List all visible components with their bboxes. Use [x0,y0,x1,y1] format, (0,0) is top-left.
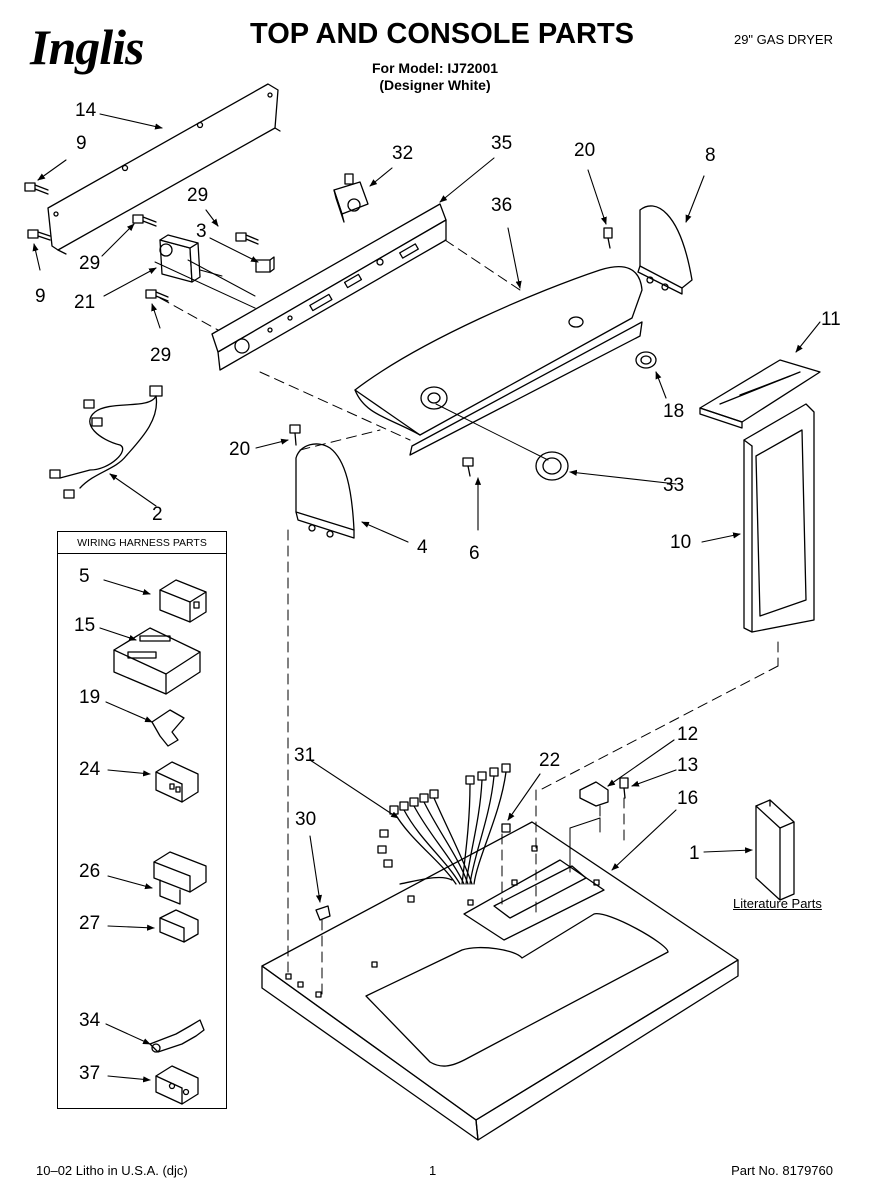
color-line: (Designer White) [379,77,491,93]
knob-33 [535,451,569,481]
callout-26[interactable]: 26 [79,861,101,882]
end-cap-right [637,205,693,295]
callout-13[interactable]: 13 [677,755,699,776]
callout-3[interactable]: 3 [196,221,207,242]
page-title: TOP AND CONSOLE PARTS [250,18,635,50]
callout-20-left[interactable]: 20 [229,439,251,460]
dryer-type: 29" GAS DRYER [733,32,833,47]
callout-2[interactable]: 2 [152,504,163,525]
screw-20-top [603,227,613,249]
wiring-harness [49,385,163,499]
literature-booklet [755,799,795,901]
assembly-guide-lines [159,239,779,997]
callout-6[interactable]: 6 [469,543,480,564]
callout-30[interactable]: 30 [295,809,317,830]
callout-24[interactable]: 24 [79,759,101,780]
callout-leader-arrows [32,113,821,1083]
knob-clip-3 [255,256,275,273]
callout-34[interactable]: 34 [79,1010,101,1031]
callout-15[interactable]: 15 [74,615,96,636]
top-panel [261,821,739,1141]
wiring-harness-parts-box: WIRING HARNESS PARTS [57,531,227,1109]
literature-parts-label: Literature Parts [733,896,822,911]
callout-29-a[interactable]: 29 [187,185,209,206]
callout-20-top[interactable]: 20 [574,140,596,161]
timer-switch [159,234,201,283]
model-line: For Model: IJ72001 [371,60,499,76]
selector-switch [333,173,369,223]
callout-4[interactable]: 4 [417,537,428,558]
screw-29-a [132,214,157,227]
callout-32[interactable]: 32 [392,143,414,164]
lint-housing [743,403,815,633]
bracket-12 [579,781,609,807]
console-back-panel [47,83,281,255]
callout-10[interactable]: 10 [670,532,692,553]
harness-part-27 [159,909,199,943]
callout-11[interactable]: 11 [821,309,841,330]
wire-connector-bundle [377,763,511,903]
model-info: For Model: IJ72001 (Designer White) [330,60,540,94]
callout-19[interactable]: 19 [79,687,101,708]
screw-29-c [145,289,169,302]
callout-16[interactable]: 16 [677,788,699,809]
screw-9-bottom [27,229,51,241]
assembly-guide-lines-solid [154,259,601,873]
harness-part-34 [149,1019,205,1053]
callout-22[interactable]: 22 [539,750,561,771]
callout-35[interactable]: 35 [491,133,513,154]
callout-36[interactable]: 36 [491,195,513,216]
harness-part-37 [155,1065,199,1105]
screw-6 [462,457,474,477]
callout-1[interactable]: 1 [689,843,700,864]
brand-logo: Inglis [30,19,145,75]
footer-print-info: 10–02 Litho in U.S.A. (djc) [36,1163,188,1178]
console-housing [354,266,643,456]
wiring-harness-parts-title: WIRING HARNESS PARTS [58,532,226,554]
callout-9-bottom[interactable]: 9 [35,286,46,307]
harness-part-26 [153,851,207,905]
harness-part-5 [159,579,207,623]
callout-5[interactable]: 5 [79,566,90,587]
callout-12[interactable]: 12 [677,724,699,745]
screw-13 [619,777,629,799]
harness-part-15 [113,627,201,695]
callout-9-top[interactable]: 9 [76,133,87,154]
callout-8[interactable]: 8 [705,145,716,166]
end-cap-left [295,443,355,539]
screw-9-top [24,182,49,195]
clip-30 [315,905,331,921]
page-number: 1 [429,1163,437,1178]
callout-37[interactable]: 37 [79,1063,101,1084]
lint-screen [699,359,821,429]
harness-part-24 [155,761,199,803]
control-panel-bracket [211,203,447,371]
callout-27[interactable]: 27 [79,913,101,934]
callout-29-b[interactable]: 29 [79,253,101,274]
screw-20-left [289,424,301,446]
callout-31[interactable]: 31 [294,745,316,766]
part-number: Part No. 8179760 [731,1163,833,1178]
callout-29-c[interactable]: 29 [150,345,172,366]
knob-18 [635,351,657,369]
callout-18[interactable]: 18 [663,401,685,422]
screw-29-b [235,232,259,245]
callout-14[interactable]: 14 [75,100,97,121]
callout-21[interactable]: 21 [74,292,96,313]
clip-22 [501,823,511,833]
harness-part-19 [151,709,185,747]
callout-33[interactable]: 33 [663,475,685,496]
